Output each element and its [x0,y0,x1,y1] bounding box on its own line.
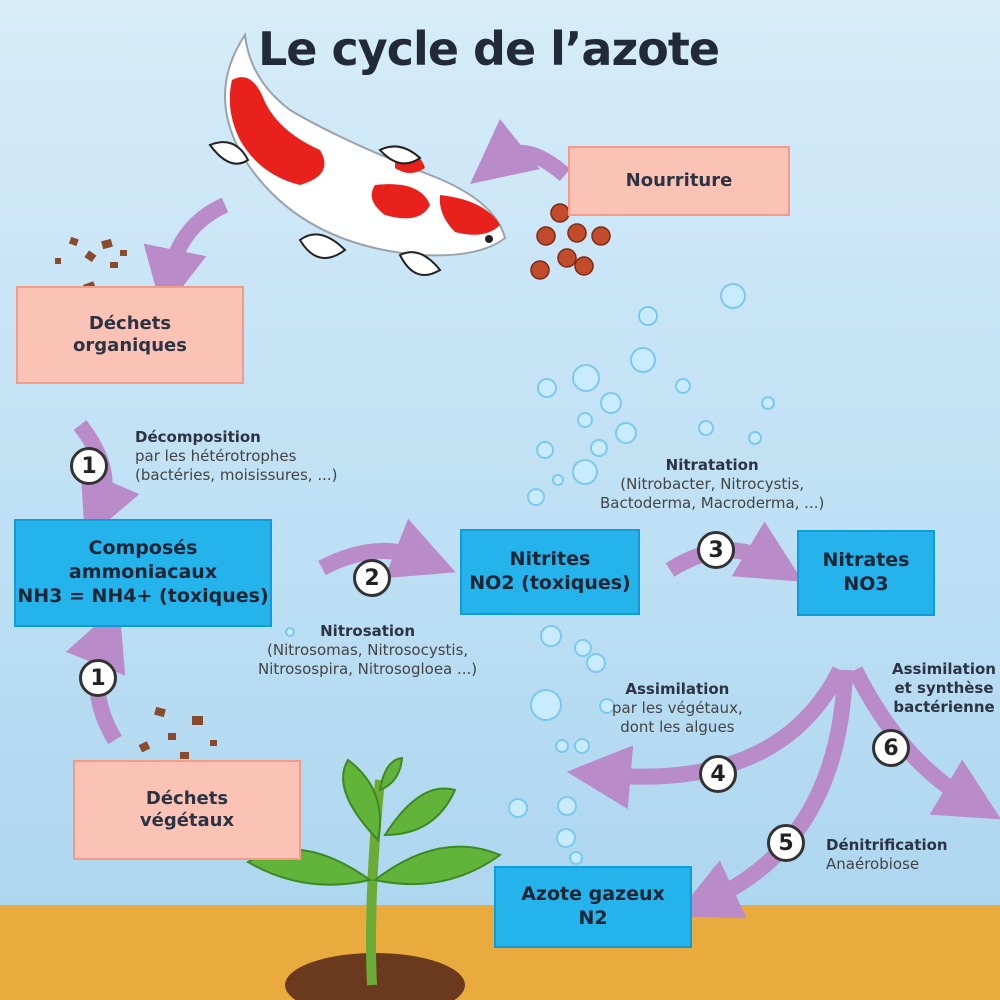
step-badge-1-bottom: 1 [79,659,117,697]
box-dechets-organiques-line-1: Déchets [88,312,172,334]
arrow-step-4 [566,666,848,810]
arrow-food-to-fish [469,119,571,184]
label-assimilation-vegetaux-line-2: dont les algues [620,717,735,736]
step-badge-2: 2 [353,559,391,597]
box-nourriture-label: Nourriture [625,169,733,191]
box-azote-line-2: N2 [578,907,608,929]
label-denitrification-title: Dénitrification [826,836,948,854]
diagram-title: Le cycle de l’azote [258,22,720,76]
label-nitrosation-line-1: (Nitrosomas, Nitrosocystis, [267,640,469,659]
box-azote-line-1: Azote gazeux [521,883,665,906]
box-dechets-vegetaux-line-2: végétaux [139,810,235,831]
label-denitrification-line-1: Anaérobiose [826,854,920,873]
label-nitratation-line-2: Bactoderma, Macroderma, ...) [600,493,825,512]
label-nitratation-line-1: (Nitrobacter, Nitrocystis, [620,474,805,493]
arrow-step-5 [675,669,853,919]
box-nourriture: Nourriture [568,146,790,216]
arrow-step-2 [318,518,456,579]
box-nitrites-line-2: NO2 (toxiques) [469,572,631,594]
label-nitrosation-line-2: Nitrosospira, Nitrosogloea ...) [258,659,478,678]
label-nitrosation: Nitrosation (Nitrosomas, Nitrosocystis, … [258,622,477,678]
label-assimilation-vegetaux: Assimilation par les végétaux, dont les … [612,680,743,736]
box-dechets-vegetaux: Déchets végétaux [73,760,301,860]
label-decomposition: Décomposition par les hétérotrophes (bac… [135,428,338,484]
box-nitrites-line-1: Nitrites [509,548,591,571]
box-nitrates: Nitrates NO3 [797,530,935,616]
label-nitratation-title: Nitratation [665,456,759,474]
box-dechets-organiques: Déchets organiques [16,286,244,384]
label-assimilation-bacterienne: Assimilation et synthèse bactérienne [888,660,1000,716]
box-azote-gazeux: Azote gazeux N2 [494,866,692,948]
label-assimilation-bacterienne-line-1: Assimilation [892,660,996,678]
box-nitrates-line-1: Nitrates [822,549,910,572]
step-badge-3: 3 [697,531,735,569]
label-decomposition-title: Décomposition [135,428,261,446]
label-assimilation-vegetaux-line-1: par les végétaux, [612,698,743,717]
box-dechets-organiques-line-2: organiques [73,335,187,356]
label-nitrosation-title: Nitrosation [320,622,416,640]
step-badge-5: 5 [767,824,805,862]
label-decomposition-line-1: par les hétérotrophes [135,446,297,465]
label-nitratation: Nitratation (Nitrobacter, Nitrocystis, B… [600,456,824,512]
label-denitrification: Dénitrification Anaérobiose [826,836,948,874]
step-badge-1-top: 1 [70,447,108,485]
koi-fish-illustration [208,32,507,276]
label-assimilation-vegetaux-title: Assimilation [625,680,730,698]
bubbles [285,283,775,865]
label-assimilation-bacterienne-line-3: bactérienne [893,697,995,716]
step-badge-6: 6 [872,729,910,767]
box-dechets-vegetaux-line-1: Déchets [145,787,229,809]
arrows [65,119,1000,919]
step-badge-4: 4 [699,755,737,793]
arrow-fish-to-waste [143,197,229,313]
box-composes-ammoniacaux: Composés ammoniacaux NH3 = NH4+ (toxique… [14,519,272,627]
box-composes-line-3: NH3 = NH4+ (toxiques) [17,584,269,607]
box-composes-line-2: ammoniacaux [68,561,218,584]
label-assimilation-bacterienne-line-2: et synthèse [894,678,994,697]
box-nitrites: Nitrites NO2 (toxiques) [460,529,640,615]
box-nitrates-line-2: NO3 [843,573,889,595]
box-composes-line-1: Composés [88,537,198,560]
label-decomposition-line-2: (bactéries, moisissures, ...) [135,465,338,484]
